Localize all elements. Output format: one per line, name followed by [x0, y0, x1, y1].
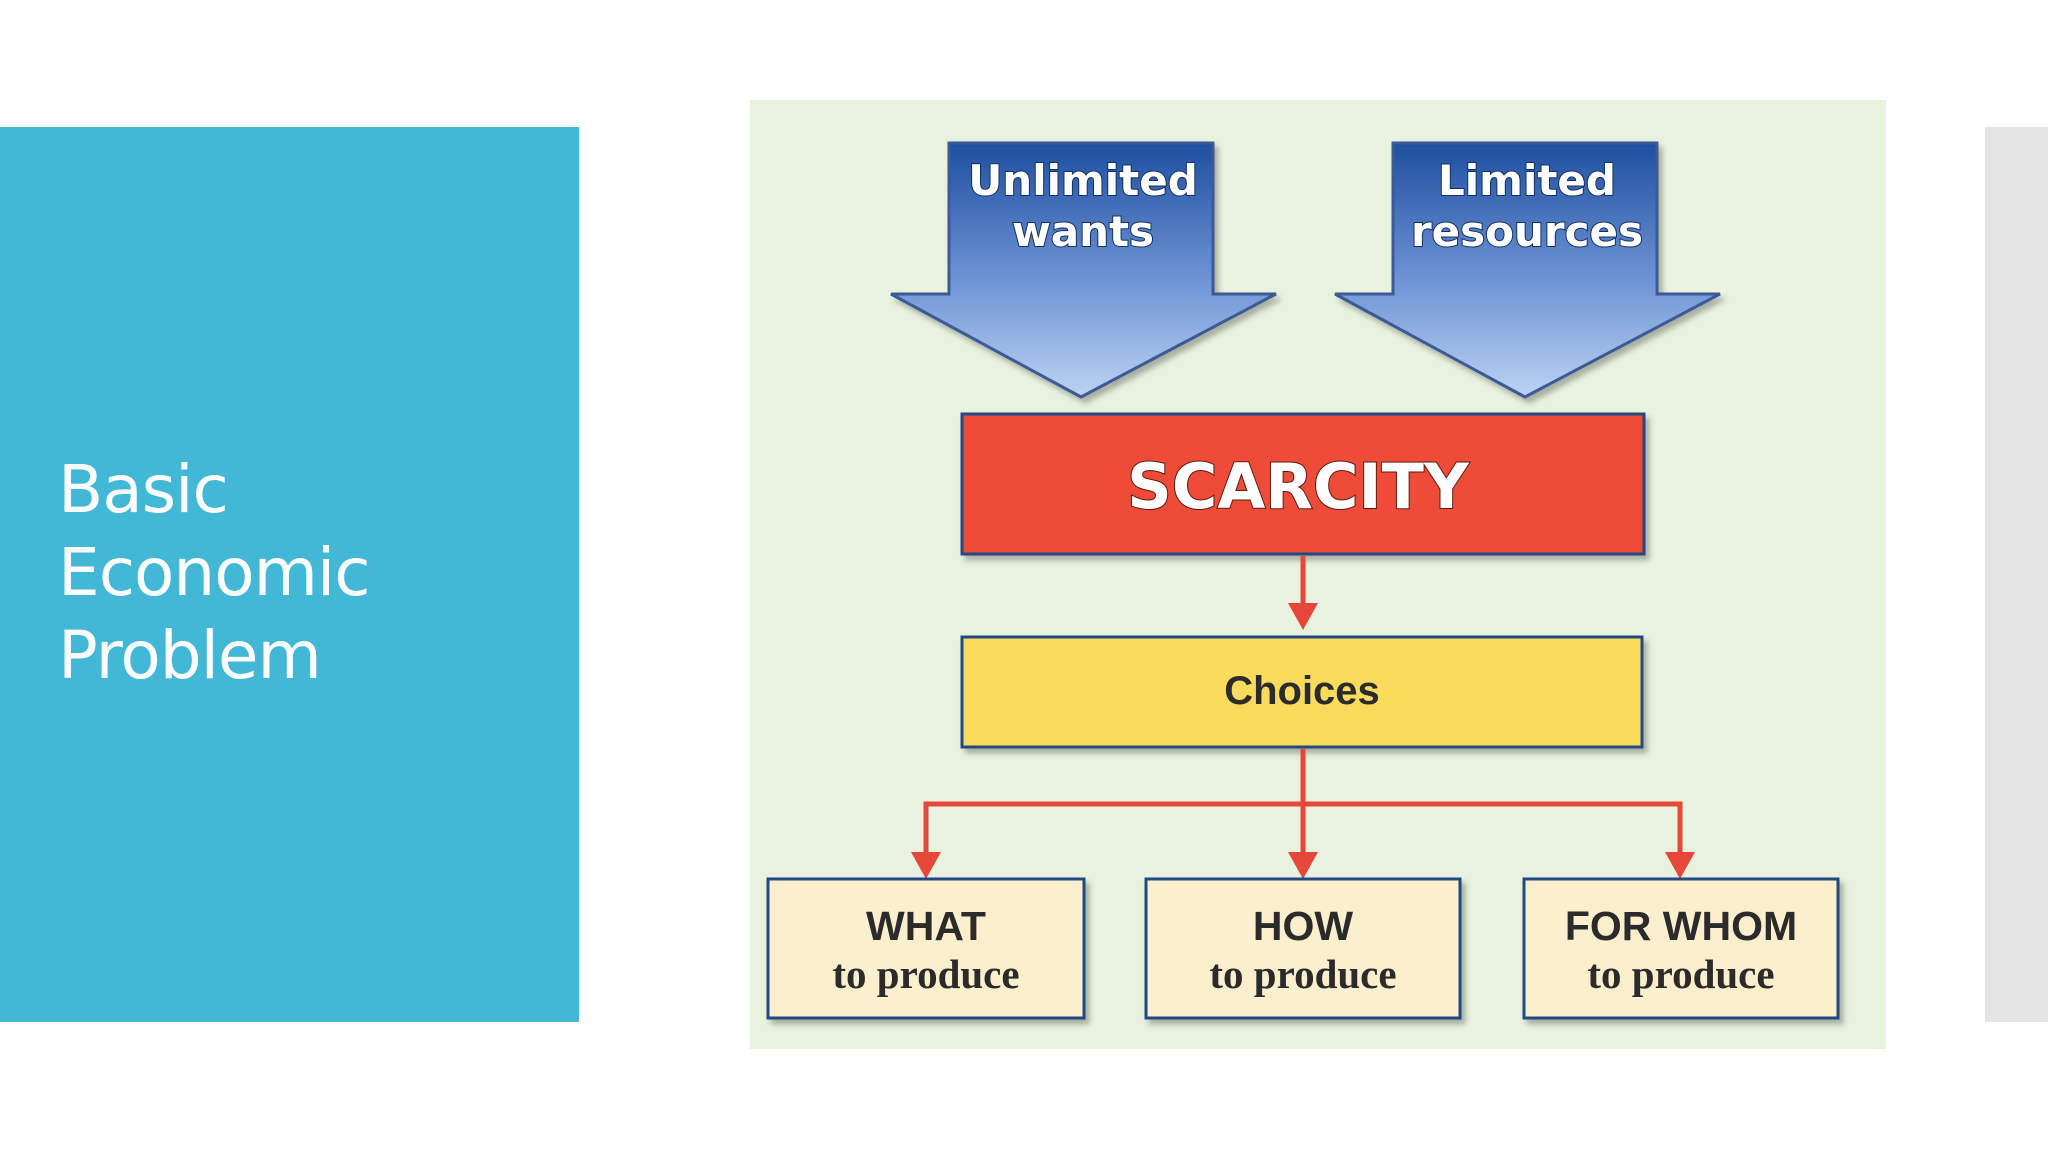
unlimited-wants-line-2: wants [1012, 207, 1154, 256]
limited-resources-line-1: Limited [1438, 156, 1616, 205]
scarcity-box: SCARCITY [960, 412, 1646, 556]
scarcity-label: SCARCITY [1127, 450, 1470, 523]
how-line-1: HOW [1253, 903, 1354, 949]
scarcity-to-choices-connector [1288, 556, 1318, 630]
for-whom-line-2: to produce [1587, 951, 1774, 997]
slide-title: Basic Economic Problem [58, 448, 558, 697]
scarcity-diagram: Unlimited wants Limited resources SCARCI… [750, 100, 1886, 1049]
for-whom-line-1: FOR WHOM [1565, 903, 1797, 949]
what-to-produce-box: WHAT to produce [766, 877, 1086, 1020]
how-to-produce-box: HOW to produce [1144, 877, 1462, 1020]
title-panel [0, 127, 579, 1022]
unlimited-wants-arrow: Unlimited wants [890, 141, 1277, 399]
what-line-1: WHAT [866, 903, 986, 949]
diagram-canvas: Unlimited wants Limited resources SCARCI… [750, 100, 1886, 1049]
choices-box: Choices [960, 635, 1644, 749]
slide-title-line-1: Basic [58, 451, 229, 528]
choices-to-questions-connector [911, 749, 1695, 879]
right-accent-strip [1985, 127, 2048, 1022]
for-whom-to-produce-box: FOR WHOM to produce [1522, 877, 1840, 1020]
choices-label: Choices [1224, 669, 1380, 713]
what-line-2: to produce [832, 951, 1019, 997]
slide-title-line-3: Problem [58, 617, 322, 694]
limited-resources-line-2: resources [1411, 207, 1643, 256]
limited-resources-arrow: Limited resources [1334, 141, 1721, 399]
how-line-2: to produce [1209, 951, 1396, 997]
slide-title-line-2: Economic [58, 534, 371, 611]
unlimited-wants-line-1: Unlimited [968, 156, 1198, 205]
